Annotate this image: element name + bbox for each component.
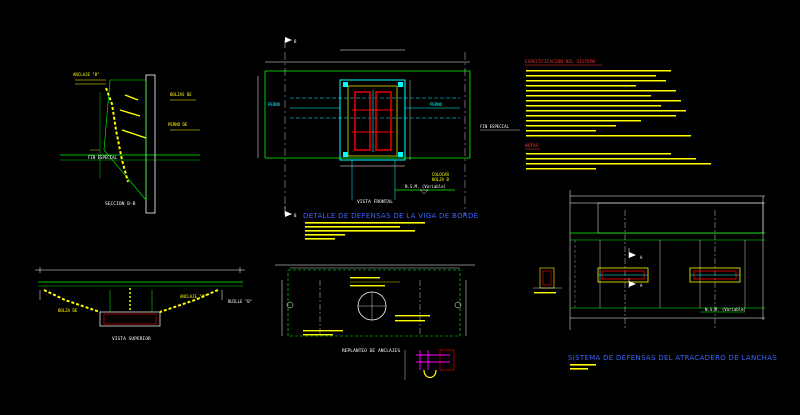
svg-text:BUILLE "B": BUILLE "B" [228, 299, 252, 304]
section-b-marker-top-label: B [294, 39, 297, 44]
fender-system-title: SISTEMA DE DEFENSAS DEL ATRACADERO DE LA… [568, 354, 777, 362]
svg-text:N.S.M. (Variable): N.S.M. (Variable) [405, 184, 446, 189]
notes-title: NOTAS [525, 143, 539, 149]
fender-system-drawing: N.S.M. (Variable) [533, 190, 765, 330]
anchor-layout-drawing [275, 264, 475, 380]
top-view-title: VISTA SUPERIOR [112, 336, 151, 342]
top-view-drawing: BOLZA DE ANCLAJE "B" BUILLE "B" [35, 267, 252, 327]
fender-detail-notes [305, 222, 425, 240]
svg-text:ANCLAJE "B": ANCLAJE "B" [73, 72, 100, 77]
svg-text:COLOCAR: COLOCAR [432, 172, 449, 177]
svg-text:PERNO: PERNO [430, 102, 443, 107]
anchor-layout-title: REPLANTEO DE ANCLAJES [342, 348, 400, 354]
svg-text:PERNO DE: PERNO DE [168, 122, 188, 127]
section-a-marker-top-label: A [640, 255, 643, 260]
svg-text:N.S.M. (Variable): N.S.M. (Variable) [705, 307, 746, 312]
specification-notes: ESPECIFICACION DEL SISTEMA NOTAS [525, 59, 711, 170]
svg-text:BOLZA DE: BOLZA DE [58, 308, 78, 313]
section-b-b-drawing: ANCLAJE "B" BOLZAS DE PERNO DE FIN ESPEC… [60, 72, 200, 214]
front-view-title: VISTA FRONTAL [357, 199, 393, 205]
svg-text:FIN ESPECIAL: FIN ESPECIAL [88, 155, 117, 160]
svg-text:BOLZA B: BOLZA B [432, 177, 449, 182]
svg-text:FIN ESPECIAL: FIN ESPECIAL [480, 124, 509, 129]
section-a-marker-bottom-label: A [640, 283, 643, 288]
front-view-drawing: COLOCAR BOLZA B N.S.M. (Variable) FIN ES… [257, 49, 520, 215]
section-b-b-title: SECCION B-B [105, 201, 136, 207]
section-b-marker-bottom-label: B [294, 213, 297, 218]
svg-text:PERNO: PERNO [268, 102, 281, 107]
specs-title: ESPECIFICACION DEL SISTEMA [525, 59, 596, 65]
fender-detail-title: DETALLE DE DEFENSAS DE LA VIGA DE BORDE [303, 212, 478, 220]
svg-text:ANCLAJE "B": ANCLAJE "B" [180, 294, 207, 299]
svg-text:BOLZAS DE: BOLZAS DE [170, 92, 192, 97]
fender-system-notes [570, 364, 596, 370]
